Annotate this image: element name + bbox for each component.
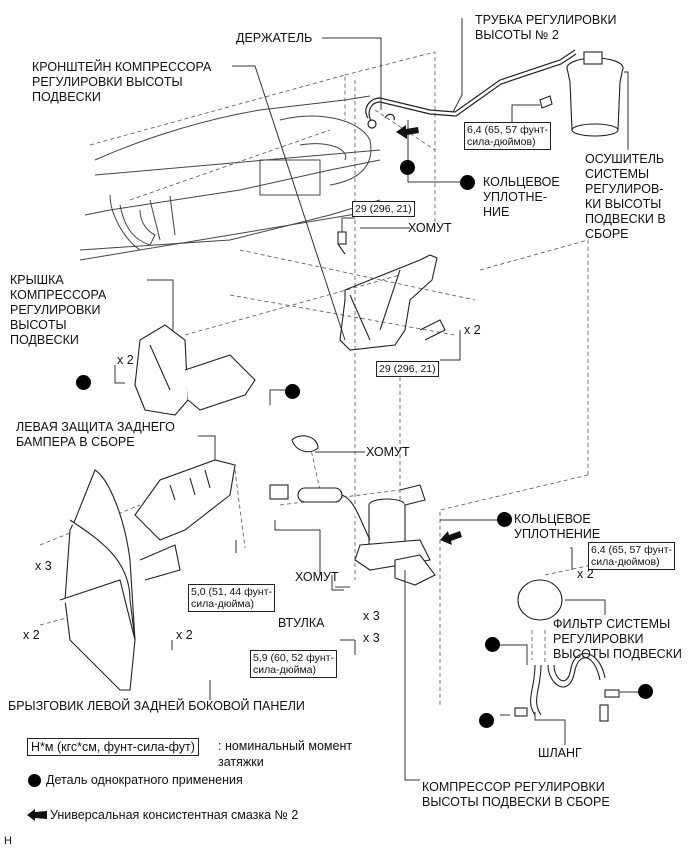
label-compressor-bracket: КРОНШТЕЙН КОМПРЕССОРА РЕГУЛИРОВКИ ВЫСОТЫ… <box>32 60 212 104</box>
legend-grease-arrow-icon <box>27 809 47 821</box>
non-reusable-icon <box>460 175 475 190</box>
non-reusable-icon <box>285 384 300 399</box>
label-dryer: ОСУШИТЕЛЬ СИСТЕМЫ РЕГУЛИРОВ- КИ ВЫСОТЫ П… <box>585 152 666 241</box>
bumper-protector <box>134 459 236 541</box>
qty-bracket-bolt: x 2 <box>464 323 481 337</box>
non-reusable-icon <box>76 375 91 390</box>
leader-lines <box>114 18 650 781</box>
qty-mudguard-screw: x 3 <box>35 559 52 573</box>
height-control-tube <box>365 49 577 129</box>
qty-mudguard-clip: x 2 <box>23 628 40 642</box>
grease-arrows <box>396 125 462 545</box>
torque-bumper-bolt: 5,0 (51, 44 фунт- сила-дюйма) <box>188 584 275 612</box>
label-filter: ФИЛЬТР СИСТЕМЫ РЕГУЛИРОВКИ ВЫСОТЫ ПОДВЕС… <box>553 617 682 661</box>
label-clamp-mid: ХОМУТ <box>366 445 410 459</box>
non-reusable-icon <box>638 684 653 699</box>
legend-torque-unit: Н*м (кгс*см, фунт-сила-фут) <box>27 738 199 756</box>
torque-filter-bolt: 6,4 (65, 57 фунт- сила-дюймов) <box>588 542 675 570</box>
label-compressor-cover: КРЫШКА КОМПРЕССОРА РЕГУЛИРОВКИ ВЫСОТЫ ПО… <box>10 273 107 347</box>
grease-arrow-icon <box>440 531 462 545</box>
torque-bracket-bottom: 29 (296, 21) <box>376 361 439 377</box>
label-compressor-assembly: КОМПРЕССОР РЕГУЛИРОВКИ ВЫСОТЫ ПОДВЕСКИ В… <box>422 780 610 809</box>
non-reusable-icon <box>400 160 415 175</box>
label-bumper-protector: ЛЕВАЯ ЗАЩИТА ЗАДНЕГО БАМПЕРА В СБОРЕ <box>16 420 175 449</box>
torque-dryer-bolt: 6,4 (65, 57 фунт- сила-дюймов) <box>464 122 551 150</box>
assembly-guide-lines <box>39 51 616 705</box>
non-reusable-icon <box>485 637 500 652</box>
vehicle-body-outline <box>79 95 381 261</box>
corner-mark: H <box>4 835 12 847</box>
non-reusable-icon <box>479 713 494 728</box>
compressor-cover <box>134 324 256 416</box>
qty-bushing: x 3 <box>363 609 380 623</box>
torque-bracket-top: 29 (296, 21) <box>352 201 415 217</box>
filter-and-hoses <box>514 579 620 722</box>
legend-grease: Универсальная консистентная смазка № 2 <box>50 808 299 822</box>
torque-compressor-bolt: 5,9 (60, 52 фунт- сила-дюйма) <box>250 650 337 678</box>
compressor-bracket <box>337 231 446 351</box>
label-clamp-low: ХОМУТ <box>295 570 339 584</box>
non-reusable-icon <box>497 512 512 527</box>
label-o-ring-top: КОЛЬЦЕВОЕ УПЛОТНЕ- НИЕ <box>483 175 560 219</box>
label-clamp-top: ХОМУТ <box>408 221 452 235</box>
qty-mudguard-bolt: x 2 <box>176 628 193 642</box>
legend-non-reusable: Деталь однократного применения <box>46 773 243 787</box>
label-hose: ШЛАНГ <box>538 746 582 760</box>
dryer-assembly <box>539 51 624 137</box>
label-o-ring-low: КОЛЬЦЕВОЕ УПЛОТНЕНИЕ <box>514 512 601 541</box>
grease-arrow-icon <box>396 125 419 139</box>
legend-torque-desc: : номинальный момент затяжки <box>218 739 353 769</box>
qty-cover-clip: x 2 <box>117 353 134 367</box>
label-height-control-tube: ТРУБКА РЕГУЛИРОВКИ ВЫСОТЫ № 2 <box>475 13 617 42</box>
label-bushing: ВТУЛКА <box>278 616 325 630</box>
qty-filter-bolt: x 2 <box>577 567 594 581</box>
compressor-assembly <box>269 435 436 586</box>
label-holder: ДЕРЖАТЕЛЬ <box>236 31 313 45</box>
label-mudguard: БРЫЗГОВИК ЛЕВОЙ ЗАДНЕЙ БОКОВОЙ ПАНЕЛИ <box>8 699 305 713</box>
legend-non-reusable-icon <box>28 774 41 787</box>
qty-compressor-bolt: x 3 <box>363 631 380 645</box>
mudguard <box>59 469 181 691</box>
